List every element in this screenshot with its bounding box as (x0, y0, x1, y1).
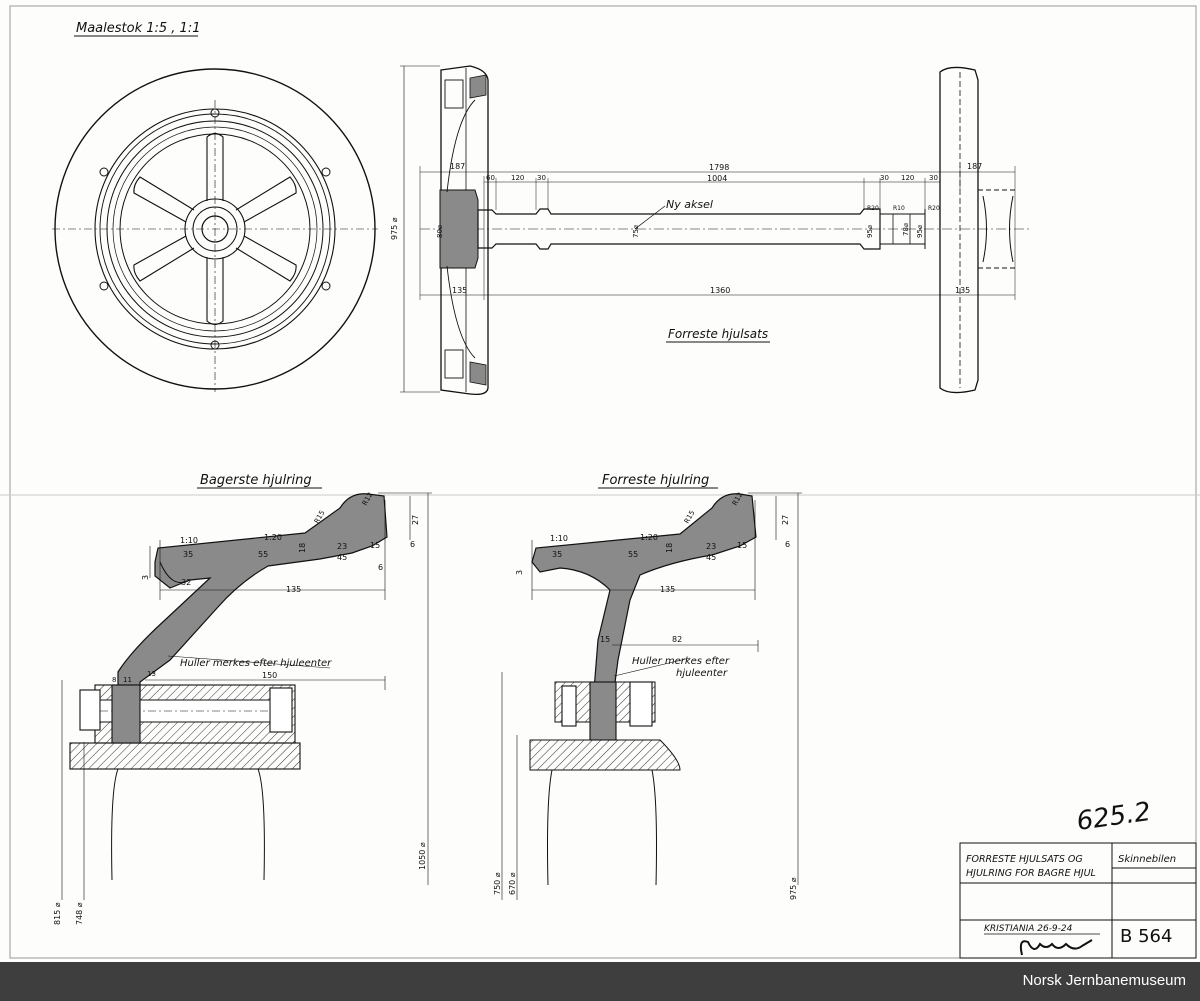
svg-text:13: 13 (147, 670, 156, 678)
axle-label: Ny aksel (666, 198, 713, 211)
svg-text:135: 135 (286, 585, 301, 594)
front-holes-note-2: hjuleenter (676, 668, 728, 679)
svg-text:975 ⌀: 975 ⌀ (789, 877, 798, 900)
svg-text:45: 45 (706, 553, 716, 562)
svg-text:1050 ⌀: 1050 ⌀ (418, 842, 427, 870)
svg-text:15: 15 (370, 541, 380, 550)
svg-text:750 ⌀: 750 ⌀ (493, 872, 502, 895)
scale-note: Maalestok 1:5 , 1:1 (76, 21, 200, 36)
svg-text:27: 27 (411, 515, 420, 525)
svg-text:55: 55 (628, 550, 638, 559)
svg-text:32: 32 (181, 578, 191, 587)
front-holes-note-1: Huller merkes efter (632, 656, 730, 667)
wheel-front-view (52, 68, 378, 392)
svg-text:35: 35 (552, 550, 562, 559)
svg-text:150: 150 (262, 671, 277, 680)
svg-text:3: 3 (141, 575, 150, 580)
title-line-1: FORRESTE HJULSATS OG (966, 854, 1083, 865)
title-line-2: HJULRING FOR BAGRE HJUL (966, 868, 1096, 879)
museum-footer: Norsk Jernbanemuseum (0, 962, 1200, 1001)
title-block (959, 842, 1197, 959)
wheelset-side-view (400, 65, 1030, 396)
svg-text:748 ⌀: 748 ⌀ (75, 902, 84, 925)
svg-text:15: 15 (600, 635, 610, 644)
svg-text:975 ⌀: 975 ⌀ (390, 217, 399, 240)
svg-text:1:10: 1:10 (550, 534, 568, 543)
svg-text:60: 60 (486, 174, 495, 182)
svg-text:75⌀: 75⌀ (632, 225, 640, 238)
svg-text:30: 30 (537, 174, 546, 182)
svg-text:15: 15 (737, 541, 747, 550)
svg-text:135: 135 (452, 286, 467, 295)
svg-text:187: 187 (450, 162, 465, 171)
museum-credit: Norsk Jernbanemuseum (1022, 972, 1186, 989)
technical-drawing-sheet: Maalestok 1:5 , 1:1 (0, 5, 1200, 959)
rear-ring-title: Bagerste hjulring (200, 473, 312, 488)
drawing-canvas: Maalestok 1:5 , 1:1 (0, 5, 1200, 959)
svg-text:187: 187 (967, 162, 982, 171)
front-ring-section (501, 492, 802, 900)
svg-text:6: 6 (378, 563, 383, 572)
front-wheelset-title: Forreste hjulsats (668, 327, 768, 341)
svg-text:30: 30 (880, 174, 889, 182)
svg-text:30: 30 (929, 174, 938, 182)
svg-text:23: 23 (706, 542, 716, 551)
svg-text:135: 135 (660, 585, 675, 594)
svg-text:35: 35 (183, 550, 193, 559)
sheet-border (9, 5, 1197, 959)
rear-ring-section (61, 492, 432, 900)
svg-text:95⌀: 95⌀ (866, 225, 874, 238)
svg-text:815 ⌀: 815 ⌀ (53, 902, 62, 925)
svg-text:R20: R20 (928, 205, 940, 212)
svg-text:11: 11 (123, 676, 132, 684)
svg-text:78⌀: 78⌀ (902, 223, 910, 236)
wheelset-dimension-labels: 1798 1004 1360 187 187 135 135 60 120 30… (390, 162, 982, 295)
svg-text:1:10: 1:10 (180, 536, 198, 545)
drawing-number: B 564 (1120, 926, 1172, 947)
svg-text:95⌀: 95⌀ (916, 225, 924, 238)
svg-text:135: 135 (955, 286, 970, 295)
svg-text:3: 3 (515, 570, 524, 575)
svg-text:6: 6 (785, 540, 790, 549)
rear-holes-note: Huller merkes efter hjuleenter (180, 658, 332, 669)
place-date: KRISTIANIA 26-9-24 (984, 924, 1073, 934)
svg-text:6: 6 (410, 540, 415, 549)
svg-text:18: 18 (665, 543, 674, 553)
svg-text:82: 82 (672, 635, 682, 644)
svg-text:1:20: 1:20 (640, 533, 658, 542)
sheet-number: 625.2 (1075, 797, 1153, 837)
svg-text:27: 27 (781, 515, 790, 525)
front-ring-title: Forreste hjulring (602, 473, 709, 488)
front-ring-dimension-labels: 1:10 1:20 35 55 18 23 45 15 27 6 3 135 8… (493, 491, 798, 900)
svg-text:1798: 1798 (709, 163, 729, 172)
svg-text:120: 120 (901, 174, 914, 182)
svg-text:8: 8 (112, 676, 116, 684)
svg-text:55: 55 (258, 550, 268, 559)
svg-text:80⌀: 80⌀ (436, 225, 444, 238)
svg-text:45: 45 (337, 553, 347, 562)
svg-text:1:20: 1:20 (264, 533, 282, 542)
svg-text:23: 23 (337, 542, 347, 551)
svg-text:R10: R10 (893, 205, 905, 212)
svg-text:R20: R20 (867, 205, 879, 212)
project-name: Skinnebilen (1118, 854, 1176, 865)
svg-text:670 ⌀: 670 ⌀ (508, 872, 517, 895)
svg-text:18: 18 (298, 543, 307, 553)
svg-text:120: 120 (511, 174, 524, 182)
svg-text:1004: 1004 (707, 174, 727, 183)
svg-text:1360: 1360 (710, 286, 730, 295)
signature-mark (1019, 939, 1093, 956)
